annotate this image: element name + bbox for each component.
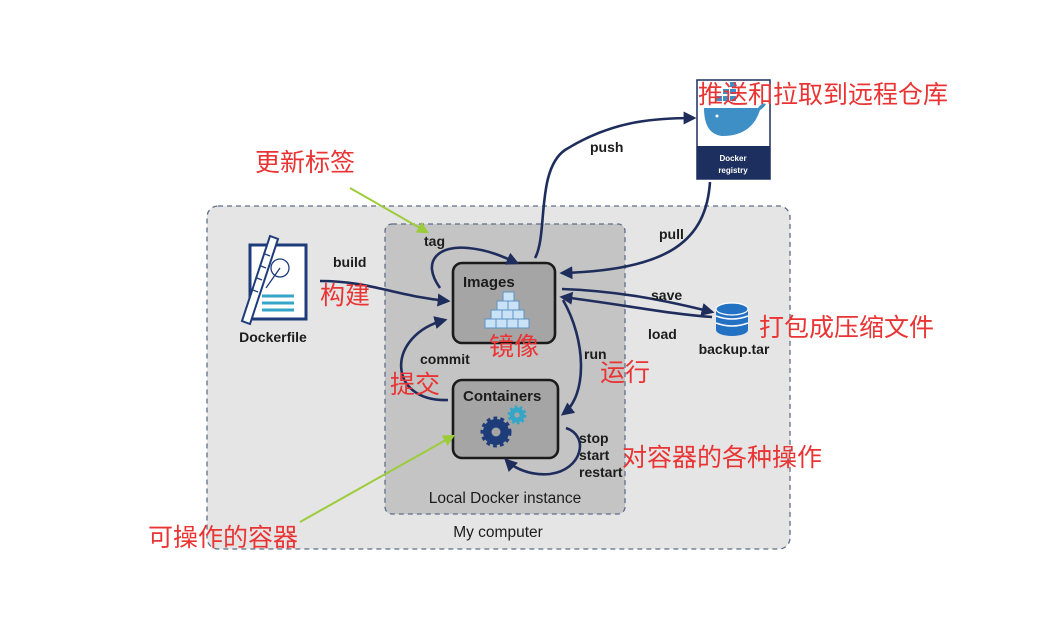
containers-node: Containers [451, 378, 560, 460]
dockerfile-icon [240, 234, 308, 326]
tag-label: tag [424, 233, 445, 249]
dockerfile-label: Dockerfile [239, 329, 307, 345]
annotation-build: 构建 [320, 281, 370, 310]
database-icon [715, 302, 749, 336]
run-label: run [584, 346, 607, 362]
annotation-image: 镜像 [489, 332, 539, 361]
tag-arrow [430, 246, 520, 289]
annotation-tag: 更新标签 [255, 148, 355, 177]
save-label: save [651, 287, 682, 303]
images-node: Images [451, 261, 557, 345]
docker-registry-node: Docker registry [696, 79, 771, 180]
small-gear-icon [507, 405, 527, 425]
annotation-ops: 对容器的各种操作 [622, 443, 822, 472]
annotation-container: 可操作的容器 [148, 523, 298, 552]
image-layers-icon [484, 291, 530, 329]
tag-annotation-pointer [349, 187, 430, 234]
build-arrow [319, 279, 451, 307]
large-gear-icon [480, 416, 512, 448]
my-computer-label: My computer [453, 524, 543, 541]
containers-label: Containers [463, 388, 541, 405]
start-label: start [579, 447, 610, 463]
annotation-archive: 打包成压缩文件 [759, 313, 934, 342]
commit-arrow [399, 316, 449, 402]
registry-label-line1: Docker [719, 154, 746, 163]
build-label: build [333, 254, 366, 270]
images-label: Images [463, 274, 515, 291]
run-arrow [560, 299, 583, 416]
restart-label: restart [579, 464, 623, 480]
docker-whale-icon [704, 82, 766, 136]
stop-label: stop [579, 430, 609, 446]
dockerfile-node: Dockerfile [239, 234, 308, 345]
annotation-commit: 提交 [390, 370, 440, 399]
save-arrow [561, 287, 715, 316]
flow-arrows [319, 111, 715, 476]
local-docker-instance-label: Local Docker instance [429, 490, 582, 507]
backup-tar-node: backup.tar [699, 302, 770, 357]
commit-label: commit [420, 351, 470, 367]
pull-arrow [559, 181, 712, 280]
annotation-run: 运行 [600, 358, 650, 387]
backup-tar-label: backup.tar [699, 341, 770, 357]
load-label: load [648, 326, 677, 342]
registry-label-line2: registry [718, 166, 748, 175]
lifecycle-arrow [504, 426, 582, 476]
push-label: push [590, 139, 623, 155]
container-annotation-pointer [299, 434, 456, 523]
pull-label: pull [659, 226, 684, 242]
annotation-remote: 推送和拉取到远程仓库 [698, 80, 948, 109]
load-arrow [559, 291, 713, 319]
push-arrow [533, 111, 697, 259]
